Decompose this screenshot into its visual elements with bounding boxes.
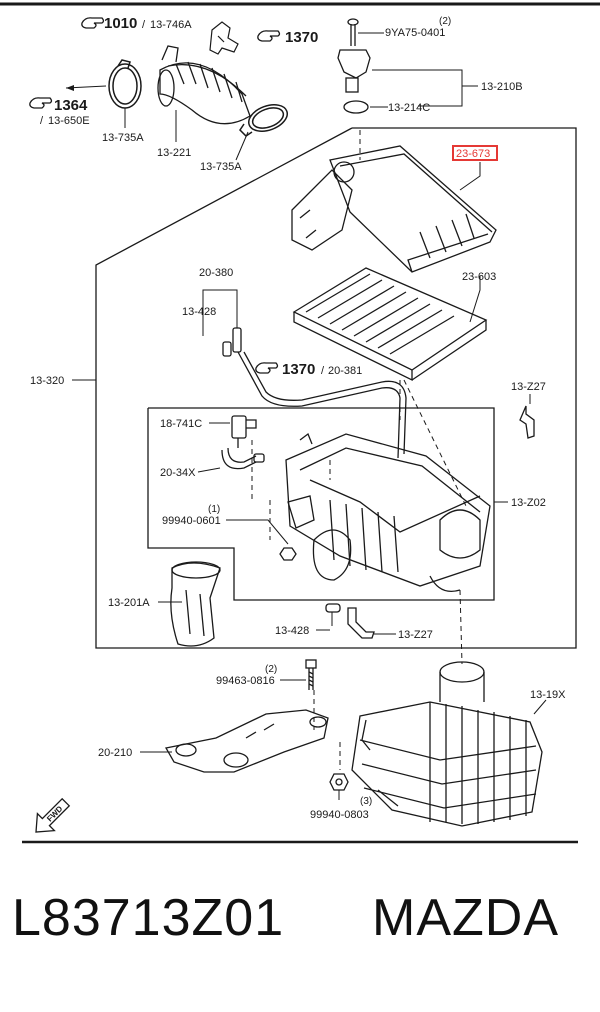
grommet-13-428-bottom: [325, 603, 341, 613]
footer-brand: MAZDA: [372, 889, 559, 947]
hand-pointer-icon: [257, 30, 281, 42]
label-20-210: 20-210: [98, 747, 132, 759]
footer: L83713Z01 MAZDA: [0, 880, 600, 990]
label-13-210B: 13-210B: [481, 81, 523, 93]
resonator-13-19X: [351, 661, 543, 827]
ref-1364-sub: 13-650E: [48, 115, 90, 127]
bolt-99463-0816: [305, 659, 317, 690]
svg-text:/: /: [142, 19, 146, 31]
label-20-34X: 20-34X: [160, 467, 196, 479]
label-13-428-top: 13-428: [182, 306, 216, 318]
label-18-741C: 18-741C: [160, 418, 202, 430]
air-filter-23-603: [292, 267, 488, 382]
label-13-214C: 13-214C: [388, 102, 430, 114]
frame-13-320: [95, 127, 577, 649]
frame-13-Z02: [147, 407, 495, 601]
hand-pointer-icon: [255, 362, 279, 374]
qty-99940-0601: (1): [208, 504, 220, 515]
ref-1370-mid: 1370: [282, 361, 315, 378]
hand-pointer-icon: [29, 97, 53, 109]
clip-13-Z27-right: [519, 405, 535, 439]
highlight-23-673: [452, 145, 498, 161]
svg-text:/: /: [40, 115, 44, 127]
label-9YA75-0401: 9YA75-0401: [385, 27, 445, 39]
svg-text:/: /: [321, 365, 325, 377]
air-cleaner-case: [285, 432, 491, 593]
hose-clamp-left: [108, 59, 142, 109]
label-13-428-bottom: 13-428: [275, 625, 309, 637]
ref-1010: 1010: [104, 15, 137, 32]
hose-20-34X: [221, 447, 265, 470]
label-13-19X: 13-19X: [530, 689, 566, 701]
intake-hose-13-221: [157, 45, 251, 125]
label-99940-0601: 99940-0601: [162, 515, 221, 527]
valve-18-741C: [231, 415, 257, 448]
label-13-Z27-right: 13-Z27: [511, 381, 546, 393]
ref-1364: 1364: [54, 97, 88, 114]
air-cleaner-cover: [291, 145, 497, 273]
clip-13-746A: [209, 21, 239, 55]
ref-1370-mid-sub: 20-381: [328, 365, 362, 377]
label-13-735A-left: 13-735A: [102, 132, 144, 144]
label-23-673: 23-673: [456, 148, 490, 160]
clip-13-Z27-bottom: [347, 607, 375, 639]
ref-1010-sub: 13-746A: [150, 19, 192, 31]
maf-sensor: [337, 18, 371, 114]
hand-pointer-icon: [81, 17, 105, 29]
footer-part-number: L83713Z01: [12, 889, 285, 947]
duct-13-201A: [170, 561, 221, 647]
qty-99940-0803: (3): [360, 796, 372, 807]
qty-9YA75: (2): [439, 16, 451, 27]
nut-99940-0601: [279, 547, 297, 561]
label-13-221: 13-221: [157, 147, 191, 159]
label-99463-0816: 99463-0816: [216, 675, 275, 687]
fwd-arrow-icon: FWD: [35, 797, 71, 833]
label-13-320: 13-320: [30, 375, 64, 387]
label-13-Z27-bottom: 13-Z27: [398, 629, 433, 641]
assembly-guides: [251, 130, 467, 770]
label-23-603: 23-603: [462, 271, 496, 283]
nut-99940-0803: [329, 773, 349, 791]
parts-diagram: 1010 / 13-746A 1370 1364 / 13-650E 13-73…: [0, 2, 600, 844]
label-13-Z02: 13-Z02: [511, 497, 546, 509]
label-13-735A-right: 13-735A: [200, 161, 242, 173]
hose-20-380: [222, 327, 407, 459]
bracket-20-210: [164, 709, 329, 773]
label-99940-0803: 99940-0803: [310, 809, 369, 821]
ref-1370-top: 1370: [285, 29, 318, 46]
hose-clamp-right: [239, 104, 288, 137]
label-20-380: 20-380: [199, 267, 233, 279]
qty-99463: (2): [265, 664, 277, 675]
label-13-201A: 13-201A: [108, 597, 150, 609]
